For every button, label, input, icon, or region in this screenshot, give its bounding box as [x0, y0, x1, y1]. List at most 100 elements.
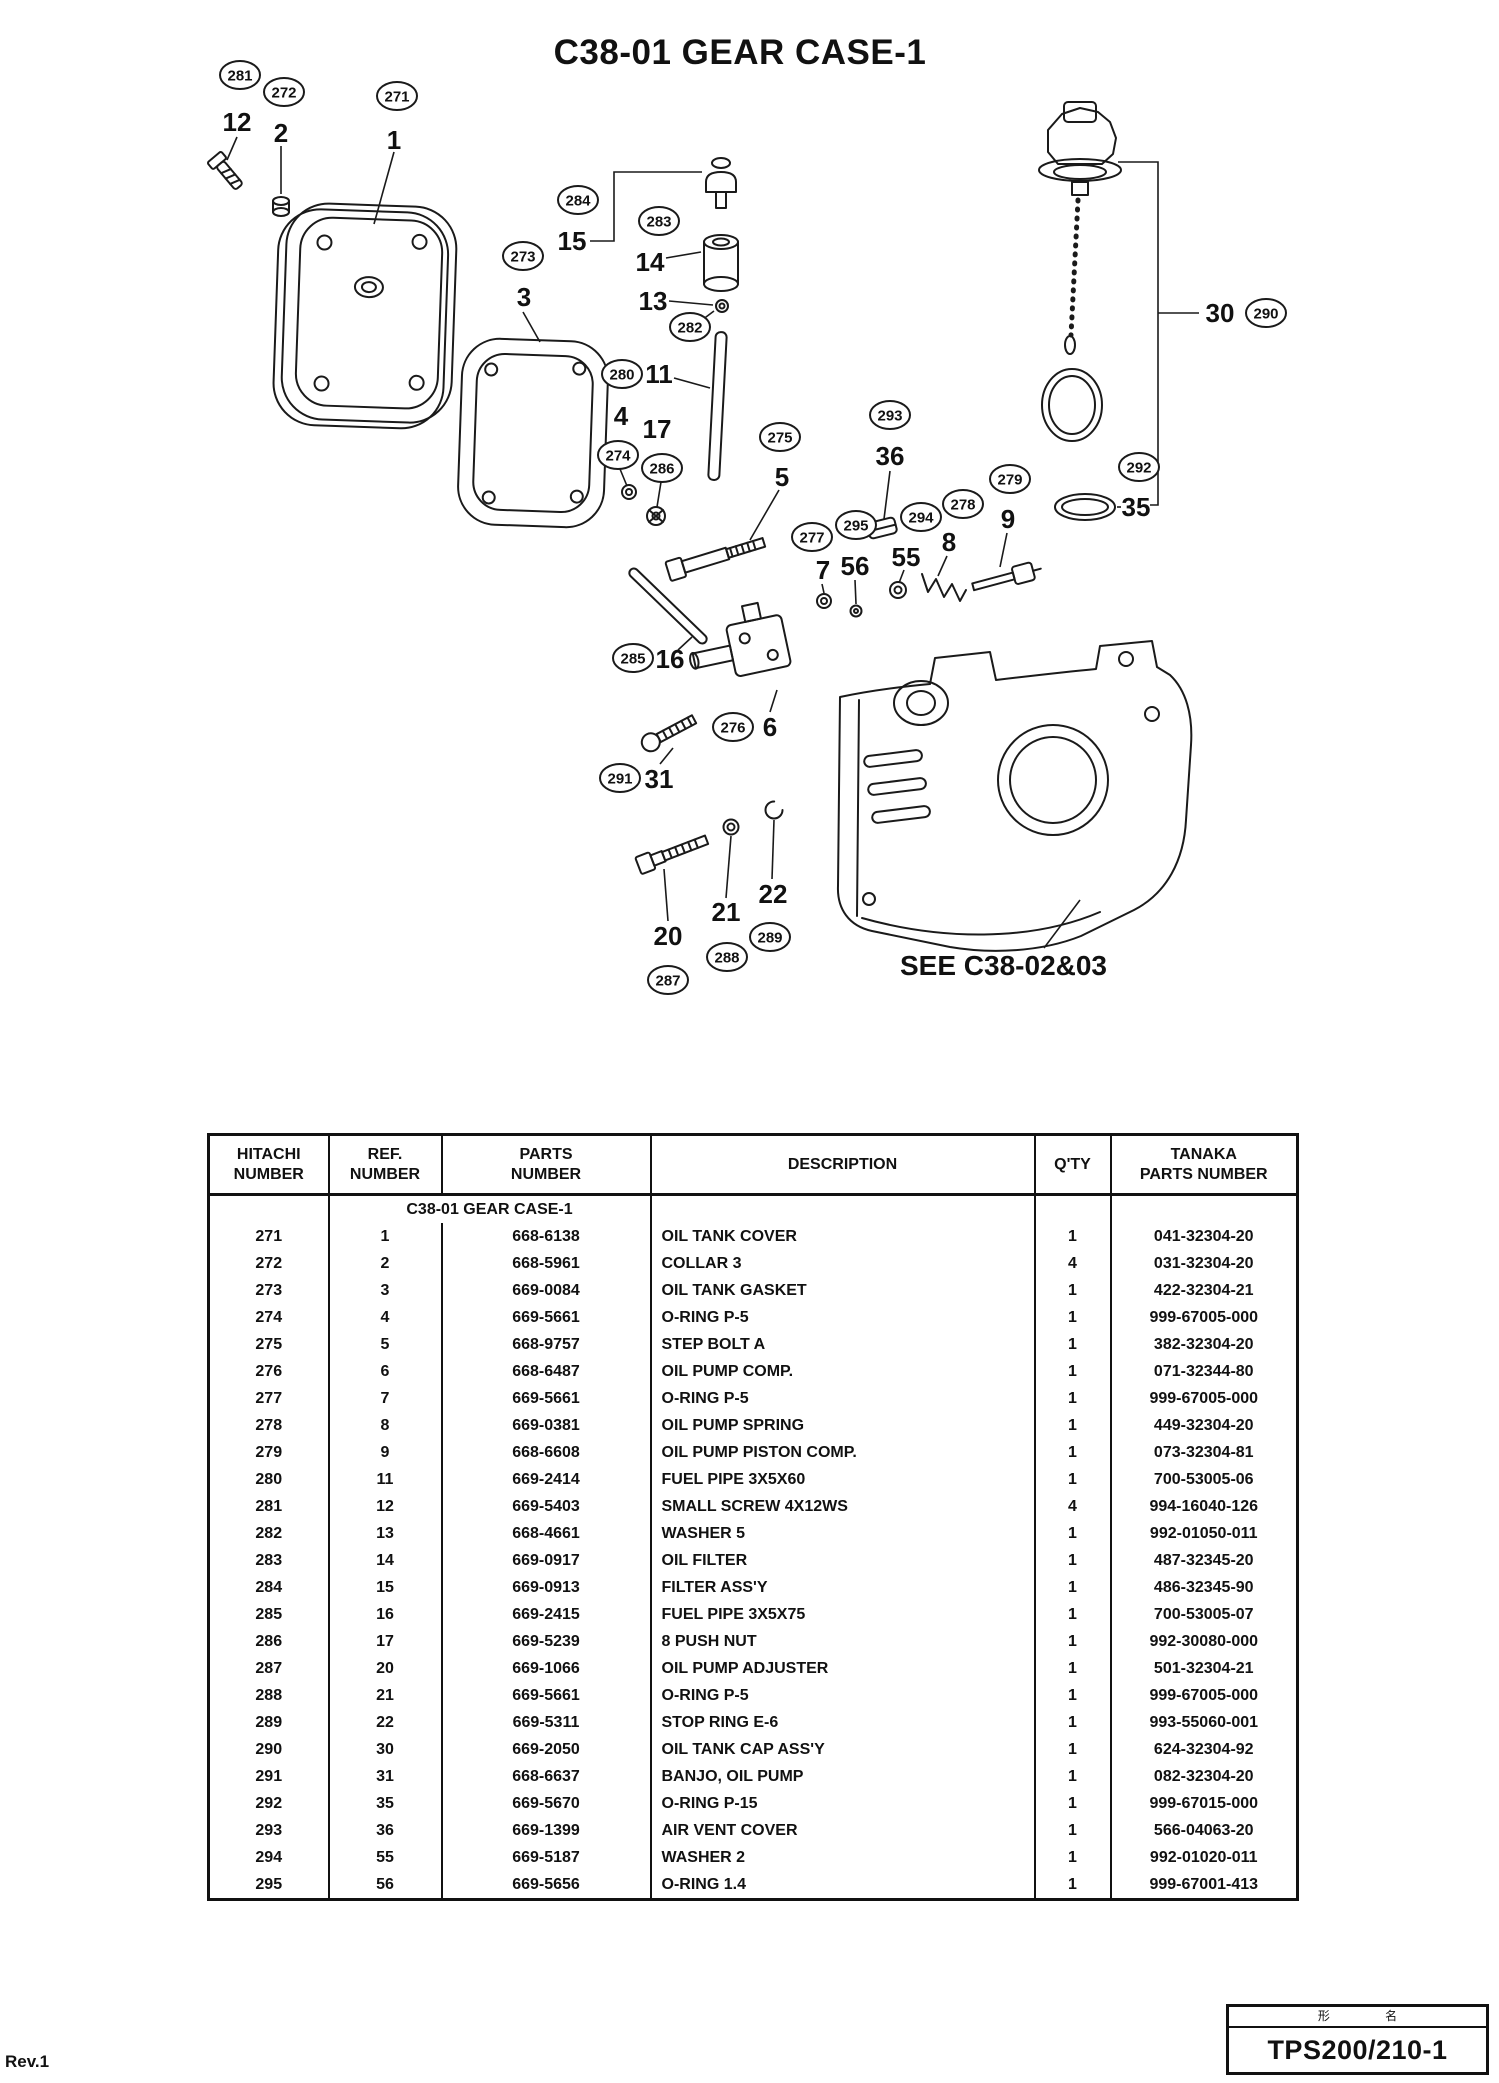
svg-text:285: 285	[620, 651, 645, 668]
ref-label-22: 22	[759, 879, 788, 909]
cell-tanaka: 031-32304-20	[1109, 1250, 1299, 1277]
ref-label-1: 1	[387, 125, 401, 155]
cell-ref: 7	[327, 1385, 443, 1412]
cell-parts: 669-5239	[440, 1628, 652, 1655]
cell-parts: 668-6487	[440, 1358, 652, 1385]
cell-hitachi: 291	[207, 1763, 330, 1790]
ref-label-14: 14	[636, 247, 665, 277]
callout-balloon-286: 286	[641, 453, 683, 483]
col-header-tanaka-parts-number: TANAKA PARTS NUMBER	[1109, 1134, 1299, 1196]
oil-tank-gasket-part	[457, 337, 609, 529]
cell-hitachi: 285	[207, 1601, 330, 1628]
cell-qty: 1	[1033, 1574, 1112, 1601]
step-bolt-part	[664, 537, 767, 582]
parts-table: HITACHI NUMBER REF. NUMBER PARTS NUMBER …	[207, 1133, 1299, 1901]
ref-label-6: 6	[763, 712, 777, 742]
cell-parts: 669-0381	[440, 1412, 652, 1439]
cell-tanaka: 071-32344-80	[1109, 1358, 1299, 1385]
cell-ref: 12	[327, 1493, 443, 1520]
ref-label-8: 8	[942, 527, 956, 557]
ref-label-9: 9	[1001, 504, 1015, 534]
callout-balloon-292: 292	[1118, 452, 1160, 482]
cell-parts: 669-2414	[440, 1466, 652, 1493]
oil-pump-comp-part	[689, 601, 792, 677]
cell-description: STEP BOLT A	[649, 1331, 1036, 1358]
ref-label-7: 7	[816, 555, 830, 585]
cell-ref: 20	[327, 1655, 443, 1682]
cell-ref: 36	[327, 1817, 443, 1844]
cell-description: OIL FILTER	[649, 1547, 1036, 1574]
cell-description: BANJO, OIL PUMP	[649, 1763, 1036, 1790]
svg-text:278: 278	[950, 497, 975, 514]
o-ring-7-part	[816, 593, 832, 609]
o-ring-35-part	[1054, 493, 1116, 521]
cell-parts: 669-2415	[440, 1601, 652, 1628]
section-row-spacer	[1109, 1194, 1299, 1223]
collar-part	[272, 196, 290, 217]
col-header-parts-number: PARTS NUMBER	[440, 1134, 652, 1196]
cell-parts: 669-5403	[440, 1493, 652, 1520]
cell-description: AIR VENT COVER	[649, 1817, 1036, 1844]
svg-text:283: 283	[646, 214, 671, 231]
cell-parts: 668-6637	[440, 1763, 652, 1790]
cell-qty: 1	[1033, 1628, 1112, 1655]
cell-qty: 1	[1033, 1871, 1112, 1900]
callout-balloon-282: 282	[669, 312, 711, 342]
cell-description: 8 PUSH NUT	[649, 1628, 1036, 1655]
callout-balloon-287: 287	[647, 965, 689, 995]
cell-qty: 1	[1033, 1790, 1112, 1817]
cell-hitachi: 294	[207, 1844, 330, 1871]
cell-tanaka: 700-53005-07	[1109, 1601, 1299, 1628]
cell-description: OIL TANK GASKET	[649, 1277, 1036, 1304]
cell-parts: 669-5187	[440, 1844, 652, 1871]
callout-balloon-285: 285	[612, 643, 654, 673]
cell-hitachi: 281	[207, 1493, 330, 1520]
table-header-row: HITACHI NUMBER REF. NUMBER PARTS NUMBER …	[207, 1134, 1299, 1196]
cell-hitachi: 271	[207, 1223, 330, 1250]
ref-label-17: 17	[643, 414, 672, 444]
cell-tanaka: 073-32304-81	[1109, 1439, 1299, 1466]
callout-balloon-293: 293	[869, 400, 911, 430]
cell-ref: 8	[327, 1412, 443, 1439]
cell-parts: 669-0917	[440, 1547, 652, 1574]
cell-parts: 669-1399	[440, 1817, 652, 1844]
see-note: SEE C38-02&03	[900, 950, 1107, 981]
cell-qty: 4	[1033, 1250, 1112, 1277]
cell-ref: 21	[327, 1682, 443, 1709]
cell-qty: 1	[1033, 1709, 1112, 1736]
cell-description: SMALL SCREW 4X12WS	[649, 1493, 1036, 1520]
cell-tanaka: 999-67001-413	[1109, 1871, 1299, 1900]
cell-qty: 1	[1033, 1736, 1112, 1763]
cell-parts: 669-5656	[440, 1871, 652, 1900]
cell-qty: 1	[1033, 1304, 1112, 1331]
cell-description: O-RING P-5	[649, 1385, 1036, 1412]
ref-label-21: 21	[712, 897, 741, 927]
ref-label-56: 56	[841, 551, 870, 581]
cell-parts: 669-0913	[440, 1574, 652, 1601]
cell-description: O-RING 1.4	[649, 1871, 1036, 1900]
cell-tanaka: 999-67005-000	[1109, 1385, 1299, 1412]
cell-tanaka: 992-30080-000	[1109, 1628, 1299, 1655]
ref-label-11: 11	[645, 359, 673, 389]
revision-label: Rev.1	[5, 2052, 50, 2071]
ref-label-4: 4	[614, 401, 629, 431]
model-title-block: 形 名 TPS200/210-1	[1226, 2004, 1489, 2075]
cell-ref: 56	[327, 1871, 443, 1900]
cell-parts: 669-2050	[440, 1736, 652, 1763]
svg-text:288: 288	[714, 950, 739, 967]
section-row-spacer	[1033, 1194, 1112, 1223]
ref-label-16: 16	[656, 644, 685, 674]
callout-balloon-288: 288	[706, 942, 748, 972]
cell-hitachi: 276	[207, 1358, 330, 1385]
cell-description: STOP RING E-6	[649, 1709, 1036, 1736]
svg-text:274: 274	[605, 448, 631, 465]
